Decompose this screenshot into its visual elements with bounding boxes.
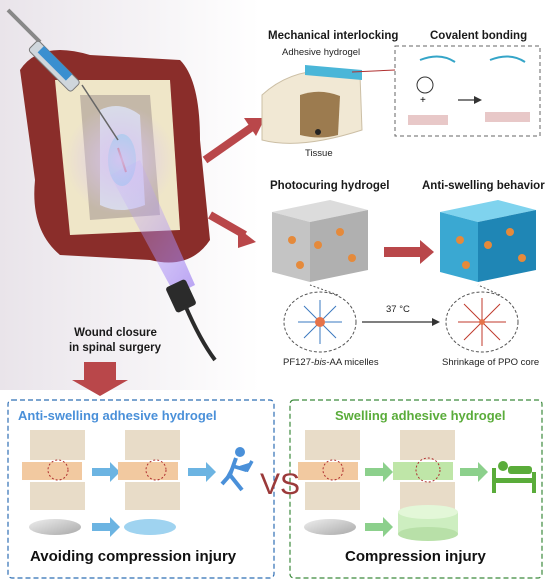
left-panel-disc-grey xyxy=(29,519,81,535)
running-person-icon xyxy=(220,447,254,492)
right-panel-disc-green-bottom xyxy=(398,527,458,541)
left-panel-arrow-2 xyxy=(188,462,216,482)
surgical-site-illustration xyxy=(20,50,210,263)
micelle-left-star xyxy=(298,300,342,344)
mechanical-interlocking-title: Mechanical interlocking xyxy=(268,30,399,42)
right-panel-arrow-2 xyxy=(460,462,488,482)
wound-closure-line2: in spinal surgery xyxy=(68,342,162,354)
arrow-to-mechanical xyxy=(202,121,258,164)
left-panel-title: Anti-swelling adhesive hydrogel xyxy=(18,408,217,423)
left-panel-arrow-1 xyxy=(92,462,120,482)
left-panel-bottom-label: Avoiding compression injury xyxy=(30,548,237,565)
right-panel-spine-stack-1 xyxy=(298,430,360,510)
arrow-head-mechanical xyxy=(244,118,265,136)
micelle-right xyxy=(445,291,519,353)
wound-closure-line1: Wound closure xyxy=(74,327,157,339)
micelle-left xyxy=(283,291,357,353)
svg-text:+: + xyxy=(420,95,426,106)
photocuring-hydrogel-title: Photocuring hydrogel xyxy=(270,180,390,192)
left-panel-spine-stack-1 xyxy=(22,430,85,510)
down-arrow xyxy=(72,362,128,396)
shrinkage-label: Shrinkage of PPO core xyxy=(442,357,540,368)
right-panel-title: Swelling adhesive hydrogel xyxy=(335,408,506,423)
anti-swelling-behavior-title: Anti-swelling behavior xyxy=(422,180,545,192)
right-panel-arrow-3 xyxy=(365,517,393,537)
micelles-label: PF127-bis-AA micelles xyxy=(283,357,379,368)
left-panel-disc-blue xyxy=(124,519,176,535)
right-panel-disc-green-top xyxy=(398,505,458,519)
left-panel-spine-stack-2 xyxy=(118,430,180,510)
covalent-bonding-box xyxy=(394,45,541,137)
vs-label: VS xyxy=(260,468,301,501)
uv-lamp-illustration xyxy=(110,160,217,362)
adhesive-hydrogel-label: Adhesive hydrogel xyxy=(282,47,361,58)
temperature-arrow-head xyxy=(432,318,440,326)
cube-transition-arrow xyxy=(384,240,434,264)
temperature-label: 37 °C xyxy=(386,304,410,315)
covalent-bonding-title: Covalent bonding xyxy=(430,30,528,42)
right-panel-spine-stack-2 xyxy=(393,430,455,510)
right-panel-bottom-label: Compression injury xyxy=(345,548,486,565)
left-panel-arrow-3 xyxy=(92,517,120,537)
tissue-label: Tissue xyxy=(305,148,333,159)
right-panel-arrow-1 xyxy=(365,462,393,482)
micelle-right-star xyxy=(458,298,506,346)
anti-swelling-cube-illustration xyxy=(440,200,536,282)
syringe-illustration xyxy=(6,8,119,141)
right-panel-disc-grey xyxy=(304,519,356,535)
right-panel-border xyxy=(289,399,543,579)
covalent-bonding-illustration: + xyxy=(408,55,530,125)
tissue-block-illustration xyxy=(261,65,396,144)
photocuring-cube-illustration xyxy=(272,200,368,282)
left-panel-border xyxy=(7,399,275,579)
patient-in-bed-icon xyxy=(492,461,536,493)
arrow-head-photocuring xyxy=(238,228,256,248)
